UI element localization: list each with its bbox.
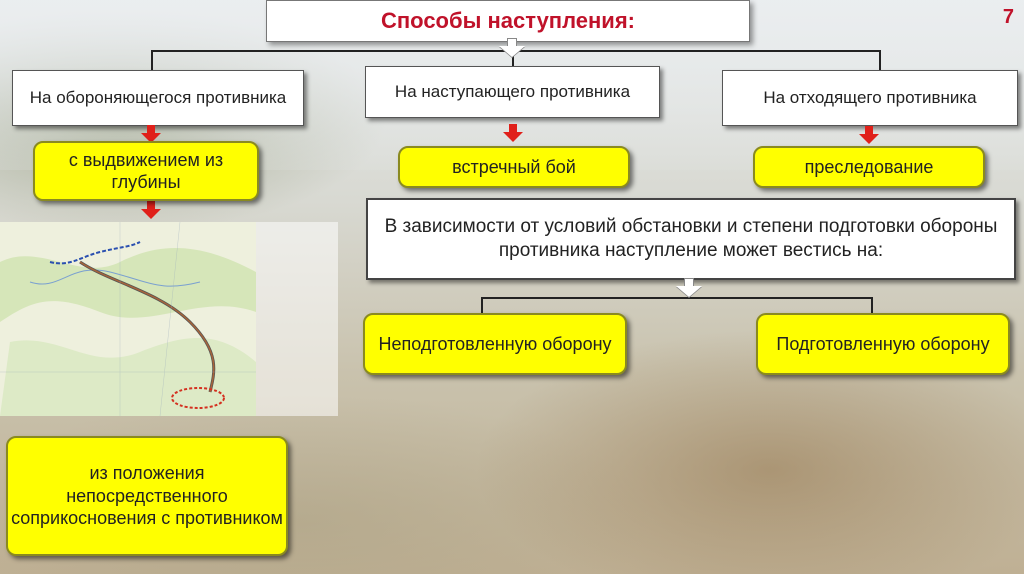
slide-title: Способы наступления: — [266, 0, 750, 42]
map-image — [0, 222, 256, 416]
red-arrow-defending-2 — [144, 201, 158, 219]
map-drawing — [0, 222, 256, 416]
category-defending-label: На обороняющегося противника — [30, 87, 287, 108]
method-direct-contact-box: из положения непосредственного соприкосн… — [6, 436, 288, 556]
defense-prepared-box: Подготовленную оборону — [756, 313, 1010, 375]
method-from-depth-box: с выдвижением из глубины — [33, 141, 259, 201]
category-retreating-box: На отходящего противника — [722, 70, 1018, 126]
category-retreating-label: На отходящего противника — [763, 87, 976, 108]
condition-text: В зависимости от условий обстановки и ст… — [368, 215, 1014, 263]
category-defending-box: На обороняющегося противника — [12, 70, 304, 126]
method-meeting-battle-label: встречный бой — [452, 156, 576, 179]
slide-title-text: Способы наступления: — [381, 7, 635, 35]
method-meeting-battle-box: встречный бой — [398, 146, 630, 188]
defense-unprepared-box: Неподготовленную оборону — [363, 313, 627, 375]
title-down-arrow — [499, 38, 525, 58]
defense-unprepared-label: Неподготовленную оборону — [378, 333, 611, 356]
defense-prepared-label: Подготовленную оборону — [776, 333, 989, 356]
connector-left-vertical — [151, 50, 153, 70]
condition-down-arrow — [676, 278, 702, 298]
red-arrow-attacking — [506, 124, 520, 142]
connector-right-vertical — [879, 50, 881, 70]
condition-box: В зависимости от условий обстановки и ст… — [366, 198, 1016, 280]
page-number: 7 — [1003, 6, 1014, 29]
category-attacking-box: На наступающего противника — [365, 66, 660, 118]
red-arrow-retreating — [862, 126, 876, 144]
method-pursuit-label: преследование — [805, 156, 934, 179]
method-from-depth-label: с выдвижением из глубины — [35, 149, 257, 194]
category-attacking-label: На наступающего противника — [395, 81, 630, 102]
map-overlay — [256, 222, 338, 416]
method-direct-contact-label: из положения непосредственного соприкосн… — [8, 462, 286, 530]
method-pursuit-box: преследование — [753, 146, 985, 188]
